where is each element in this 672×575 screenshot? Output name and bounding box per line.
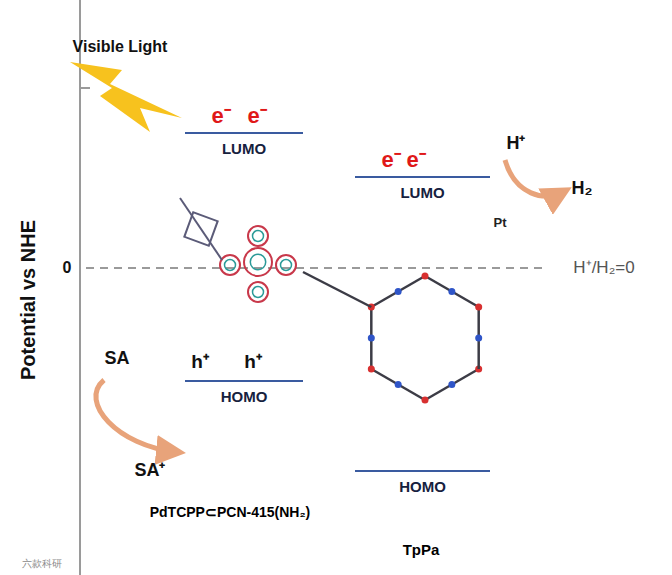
mof-cluster [253, 231, 264, 242]
light-label: Visible Light [73, 38, 168, 56]
cof-bond [371, 369, 425, 400]
mof-cluster [248, 226, 268, 246]
mof-cluster [225, 260, 236, 271]
linker-bond [303, 272, 371, 307]
mof-cluster [244, 248, 272, 276]
axis-tick [80, 87, 90, 89]
axis-title: Potential vs NHE [17, 220, 40, 380]
cof-bond [371, 276, 425, 307]
oxidized-agent: SA⁺ [134, 460, 165, 481]
mof-cluster [281, 260, 292, 271]
material-name: PdTCPP⊂PCN-415(NH₂) [150, 504, 311, 520]
nitrogen-atom [368, 335, 375, 342]
level-label: HOMO [221, 388, 268, 405]
sa-oxidation-arrow [96, 380, 176, 452]
molecule-drawing [180, 198, 482, 404]
hydrogen: H₂ [572, 178, 593, 199]
oxygen-atom [475, 304, 482, 311]
porphyrin-bond [180, 198, 222, 260]
semiconductor-ellipse: TpPaLUMOHOMO [330, 138, 512, 536]
oxygen-atom [422, 273, 429, 280]
energy-level: HOMO [185, 380, 303, 408]
pt-cocatalyst: Pt [481, 204, 519, 242]
mof-cluster [253, 287, 264, 298]
hydrogen-evolution-arrow [505, 160, 563, 196]
nitrogen-atom [395, 381, 402, 388]
oxygen-atom [422, 397, 429, 404]
nitrogen-atom [395, 288, 402, 295]
reference-line [86, 267, 548, 269]
electron: e⁻ [247, 103, 266, 128]
nitrogen-atom [448, 381, 455, 388]
axis-zero: 0 [63, 259, 72, 277]
material-name: TpPa [403, 541, 440, 558]
cocatalyst-label: Pt [494, 216, 507, 231]
hole: h⁺ [191, 351, 209, 373]
watermark: 六款科研 [22, 558, 62, 570]
energy-level: HOMO [355, 470, 490, 498]
lightning-bolt [70, 62, 182, 132]
hole: h⁺ [244, 351, 262, 373]
sacrificial-agent: SA [104, 348, 129, 369]
nitrogen-atom [475, 335, 482, 342]
reference-label: H⁺/H₂=0 [573, 258, 634, 278]
mof-cluster [220, 255, 240, 275]
level-label: HOMO [399, 478, 446, 495]
energy-level: LUMO [355, 176, 490, 204]
cof-bond [425, 369, 479, 400]
level-label: LUMO [400, 184, 444, 201]
oxygen-atom [368, 366, 375, 373]
electron: e⁻ [381, 147, 400, 172]
energy-level: LUMO [185, 132, 303, 160]
mof-cluster [248, 282, 268, 302]
cof-bond [425, 276, 479, 307]
electron: e⁻ [406, 147, 425, 172]
level-label: LUMO [222, 140, 266, 157]
proton: H⁺ [507, 133, 526, 154]
potential-axis [79, 0, 81, 575]
nitrogen-atom [448, 288, 455, 295]
electron: e⁻ [211, 103, 230, 128]
mof-cluster [276, 255, 296, 275]
mof-cluster [250, 254, 265, 269]
